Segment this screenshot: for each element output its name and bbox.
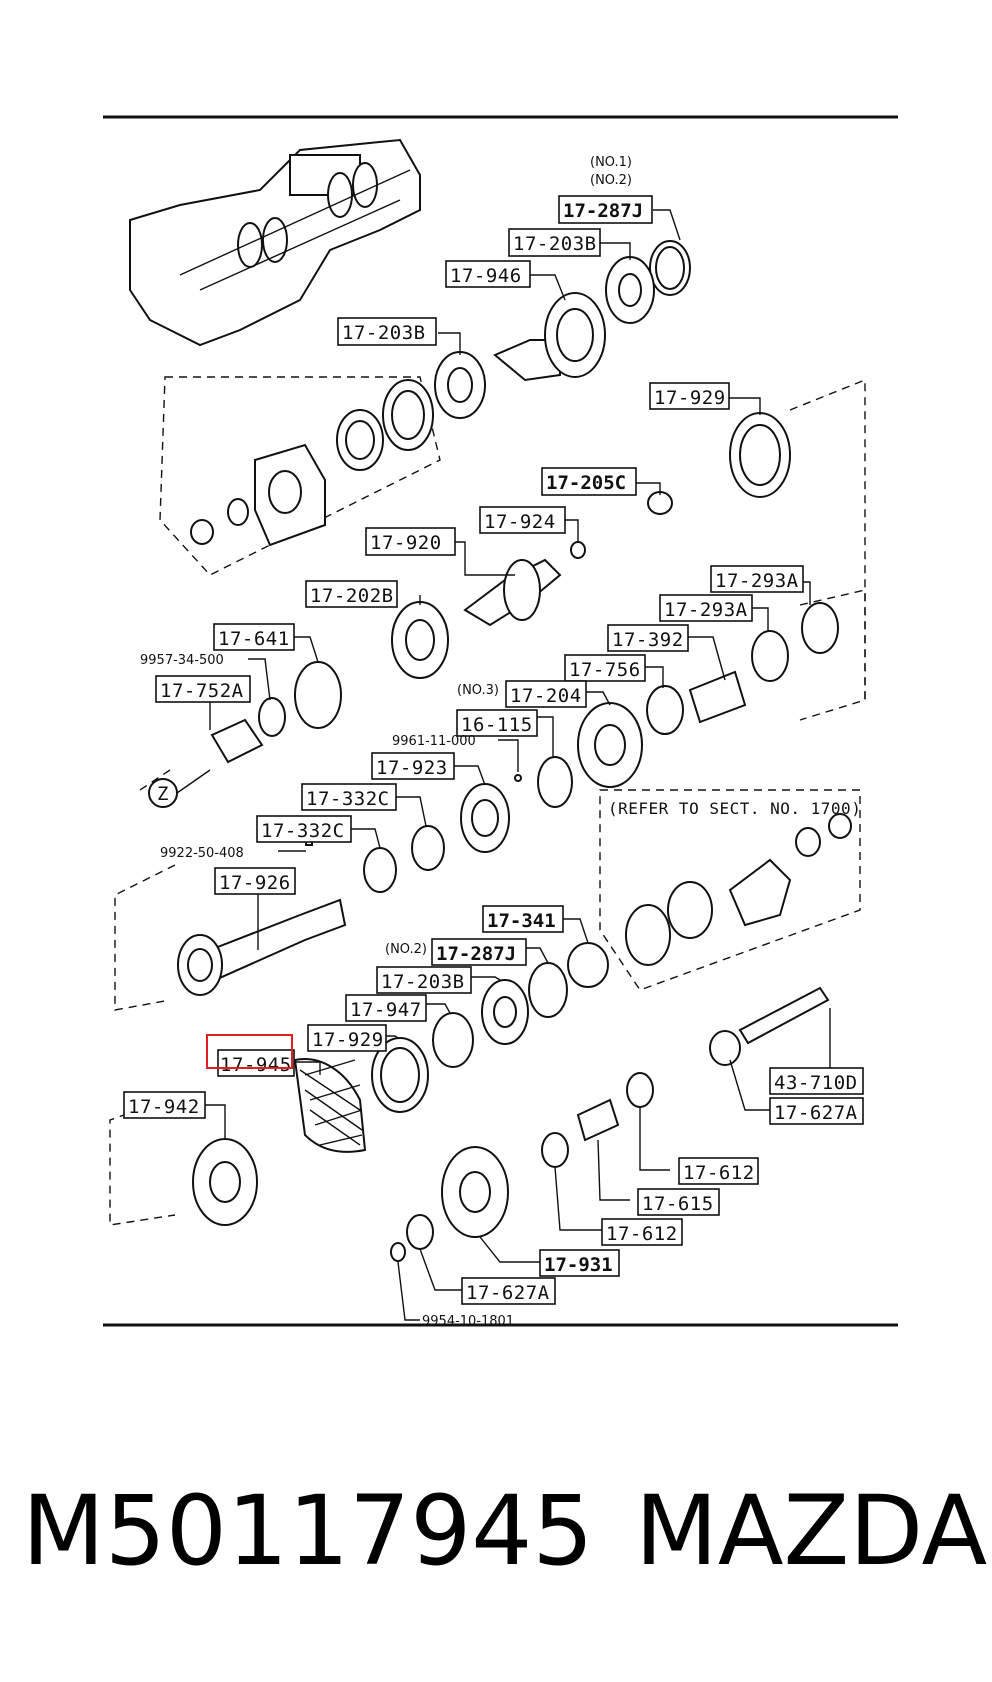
label-17-931: 17-931 bbox=[544, 1254, 613, 1276]
label-17-205C: 17-205C bbox=[546, 472, 626, 494]
label-17-341: 17-341 bbox=[487, 910, 556, 932]
label-17-293A-a: 17-293A bbox=[715, 570, 799, 592]
label-17-929-top: 17-929 bbox=[654, 387, 726, 409]
brand-name: MAZDA bbox=[635, 1475, 988, 1587]
label-z: Z bbox=[157, 783, 169, 805]
label-17-615: 17-615 bbox=[642, 1193, 714, 1215]
label-17-627A-low: 17-627A bbox=[466, 1282, 550, 1304]
group-outline-3 bbox=[799, 589, 866, 700]
label-17-752A: 17-752A bbox=[160, 680, 244, 702]
label-17-924: 17-924 bbox=[484, 511, 556, 533]
label-17-926: 17-926 bbox=[219, 872, 291, 894]
label-17-203B-top: 17-203B bbox=[513, 233, 597, 255]
label-9954-10-1801: 9954-10-1801 bbox=[422, 1314, 514, 1329]
label-17-942: 17-942 bbox=[128, 1096, 200, 1118]
label-9957-34-500: 9957-34-500 bbox=[140, 653, 224, 668]
transmission-overview-illustration bbox=[129, 138, 421, 347]
label-17-332C-a: 17-332C bbox=[306, 788, 390, 810]
label-no1: (NO.1) bbox=[590, 155, 632, 170]
label-17-332C-b: 17-332C bbox=[261, 820, 345, 842]
label-17-641: 17-641 bbox=[218, 628, 290, 650]
label-17-203B-low: 17-203B bbox=[381, 971, 465, 993]
caption: M50117945 MAZDA bbox=[0, 1475, 992, 1595]
parts bbox=[148, 240, 852, 1262]
label-no2-mid: (NO.2) bbox=[385, 942, 427, 957]
label-17-204: 17-204 bbox=[510, 685, 582, 707]
label-17-612-b: 17-612 bbox=[606, 1223, 678, 1245]
label-no2: (NO.2) bbox=[590, 173, 632, 188]
group-outline-5 bbox=[599, 789, 861, 991]
label-17-929-low: 17-929 bbox=[312, 1029, 384, 1051]
label-17-392: 17-392 bbox=[612, 629, 684, 651]
label-17-612-a: 17-612 bbox=[683, 1162, 755, 1184]
label-17-287J-mid: 17-287J bbox=[436, 943, 516, 965]
group-outline-7 bbox=[109, 1094, 181, 1226]
label-17-946: 17-946 bbox=[450, 265, 522, 287]
label-17-202B: 17-202B bbox=[310, 585, 394, 607]
group-outline-6 bbox=[114, 864, 176, 1011]
label-17-287J-top: 17-287J bbox=[563, 200, 643, 222]
label-17-923: 17-923 bbox=[376, 757, 448, 779]
part-number: M50117945 bbox=[22, 1475, 594, 1587]
group-outline-4 bbox=[139, 769, 171, 791]
leader-lines bbox=[176, 209, 831, 1321]
label-17-627A-right: 17-627A bbox=[774, 1102, 858, 1124]
part-17-945-illustration bbox=[293, 1058, 367, 1153]
label-17-947: 17-947 bbox=[350, 999, 422, 1021]
label-17-920: 17-920 bbox=[370, 532, 442, 554]
label-43-710D: 43-710D bbox=[774, 1072, 858, 1094]
highlight-17-945 bbox=[206, 1034, 293, 1069]
label-17-945: 17-945 bbox=[220, 1054, 292, 1076]
label-refer-sect-1700: (REFER TO SECT. NO. 1700) bbox=[608, 799, 861, 818]
group-outline-2 bbox=[789, 378, 866, 721]
label-17-203B-mid: 17-203B bbox=[342, 322, 426, 344]
label-no3: (NO.3) bbox=[457, 683, 499, 698]
part-labels: (NO.1) (NO.2) 17-287J 17-203B 17-946 17-… bbox=[123, 155, 864, 1329]
label-9922-50-408: 9922-50-408 bbox=[160, 846, 244, 861]
label-17-756: 17-756 bbox=[569, 659, 641, 681]
label-16-115: 16-115 bbox=[461, 714, 533, 736]
label-17-293A-b: 17-293A bbox=[664, 599, 748, 621]
label-9961-11-000: 9961-11-000 bbox=[392, 734, 476, 749]
